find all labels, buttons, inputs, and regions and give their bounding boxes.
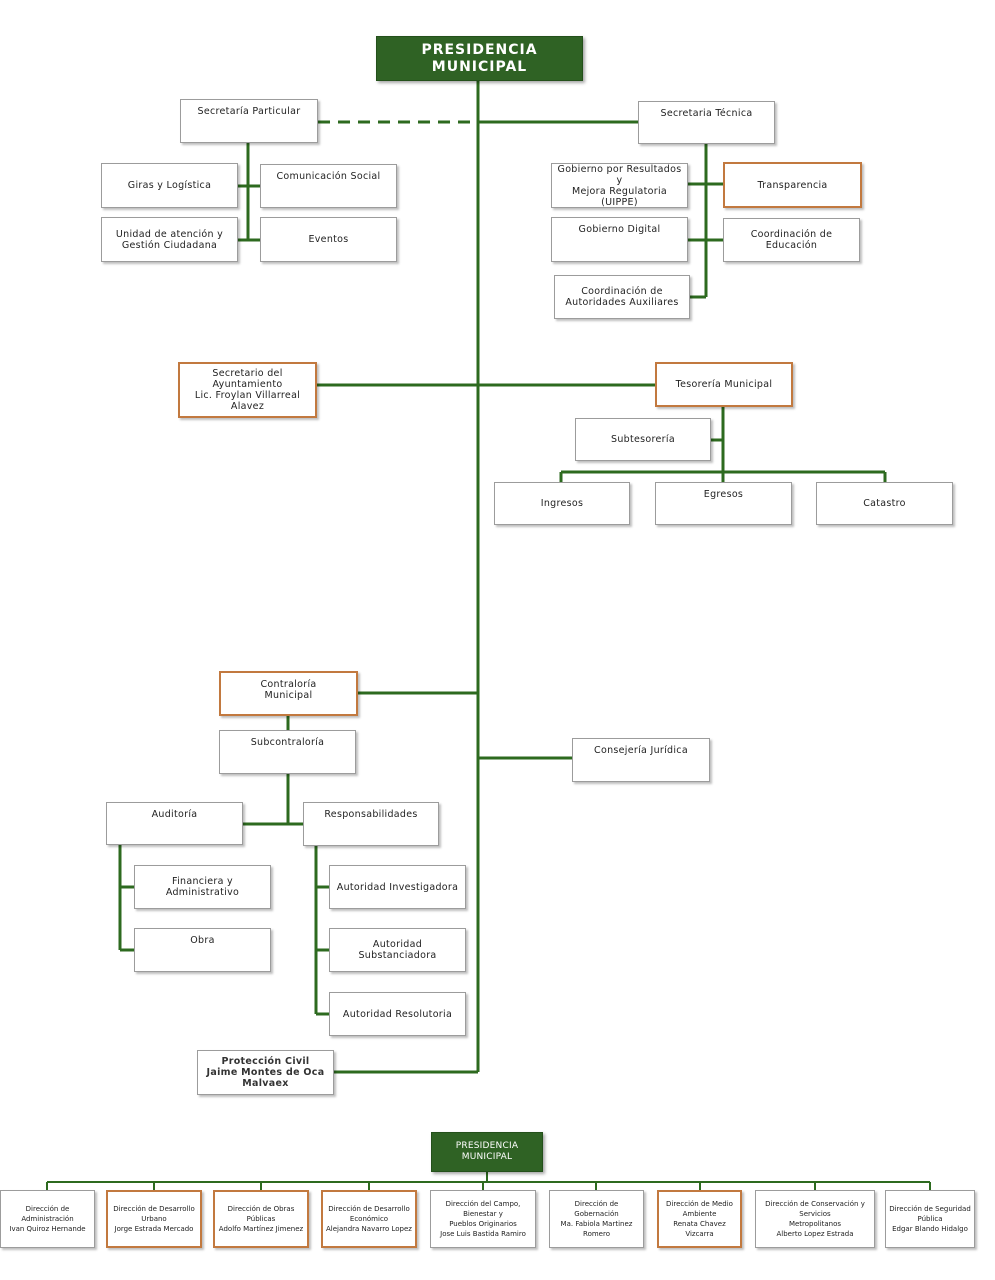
subtesoreria-box[interactable]: Subtesorería — [575, 418, 711, 461]
coordinacion-educacion-box[interactable]: Coordinación de Educación — [723, 218, 860, 262]
consejeria-juridica-box[interactable]: Consejería Jurídica — [572, 738, 710, 782]
autoridad-resolutoria-box[interactable]: Autoridad Resolutoria — [329, 992, 466, 1036]
direccion-administracion-box[interactable]: Dirección de Administración Ivan Quiroz … — [0, 1190, 95, 1248]
direccion-seguridad-publica-box[interactable]: Dirección de Seguridad Pública Edgar Bla… — [885, 1190, 975, 1248]
giras-logistica-box[interactable]: Giras y Logística — [101, 163, 238, 208]
presidencia-municipal-bottom-box[interactable]: PRESIDENCIA MUNICIPAL — [431, 1132, 543, 1172]
direccion-conservacion-servicios-box[interactable]: Dirección de Conservación y Servicios Me… — [755, 1190, 875, 1248]
egresos-box[interactable]: Egresos — [655, 482, 792, 525]
gobierno-resultados-box[interactable]: Gobierno por Resultados y Mejora Regulat… — [551, 163, 688, 208]
eventos-box[interactable]: Eventos — [260, 217, 397, 262]
contraloria-municipal-box[interactable]: Contraloría Municipal — [219, 671, 358, 716]
obra-box[interactable]: Obra — [134, 928, 271, 972]
ingresos-box[interactable]: Ingresos — [494, 482, 630, 525]
presidencia-municipal-box[interactable]: PRESIDENCIA MUNICIPAL — [376, 36, 583, 81]
gobierno-digital-box[interactable]: Gobierno Digital — [551, 217, 688, 262]
tesoreria-municipal-box[interactable]: Tesorería Municipal — [655, 362, 793, 407]
comunicacion-social-box[interactable]: Comunicación Social — [260, 164, 397, 208]
catastro-box[interactable]: Catastro — [816, 482, 953, 525]
transparencia-box[interactable]: Transparencia — [723, 162, 862, 208]
direccion-gobernacion-box[interactable]: Dirección de Gobernación Ma. Fabiola Mar… — [549, 1190, 644, 1248]
autoridad-investigadora-box[interactable]: Autoridad Investigadora — [329, 865, 466, 909]
financiera-administrativo-box[interactable]: Financiera y Administrativo — [134, 865, 271, 909]
direccion-medio-ambiente-box[interactable]: Dirección de Medio Ambiente Renata Chave… — [657, 1190, 742, 1248]
secretaria-particular-box[interactable]: Secretaría Particular — [180, 99, 318, 143]
direccion-desarrollo-economico-box[interactable]: Dirección de Desarrollo Económico Alejan… — [321, 1190, 417, 1248]
direccion-campo-bienestar-box[interactable]: Dirección del Campo, Bienestar y Pueblos… — [430, 1190, 536, 1248]
unidad-atencion-box[interactable]: Unidad de atención y Gestión Ciudadana — [101, 217, 238, 262]
autoridad-substanciadora-box[interactable]: Autoridad Substanciadora — [329, 928, 466, 972]
coordinacion-autoridades-box[interactable]: Coordinación de Autoridades Auxiliares — [554, 275, 690, 319]
secretaria-tecnica-box[interactable]: Secretaria Técnica — [638, 101, 775, 144]
auditoria-box[interactable]: Auditoría — [106, 802, 243, 845]
subcontraloria-box[interactable]: Subcontraloría — [219, 730, 356, 774]
direccion-desarrollo-urbano-box[interactable]: Dirección de Desarrollo Urbano Jorge Est… — [106, 1190, 202, 1248]
secretario-ayuntamiento-box[interactable]: Secretario del Ayuntamiento Lic. Froylan… — [178, 362, 317, 418]
direccion-obras-publicas-box[interactable]: Dirección de Obras Públicas Adolfo Martí… — [213, 1190, 309, 1248]
proteccion-civil-box[interactable]: Protección Civil Jaime Montes de Oca Mal… — [197, 1050, 334, 1095]
responsabilidades-box[interactable]: Responsabilidades — [303, 802, 439, 846]
